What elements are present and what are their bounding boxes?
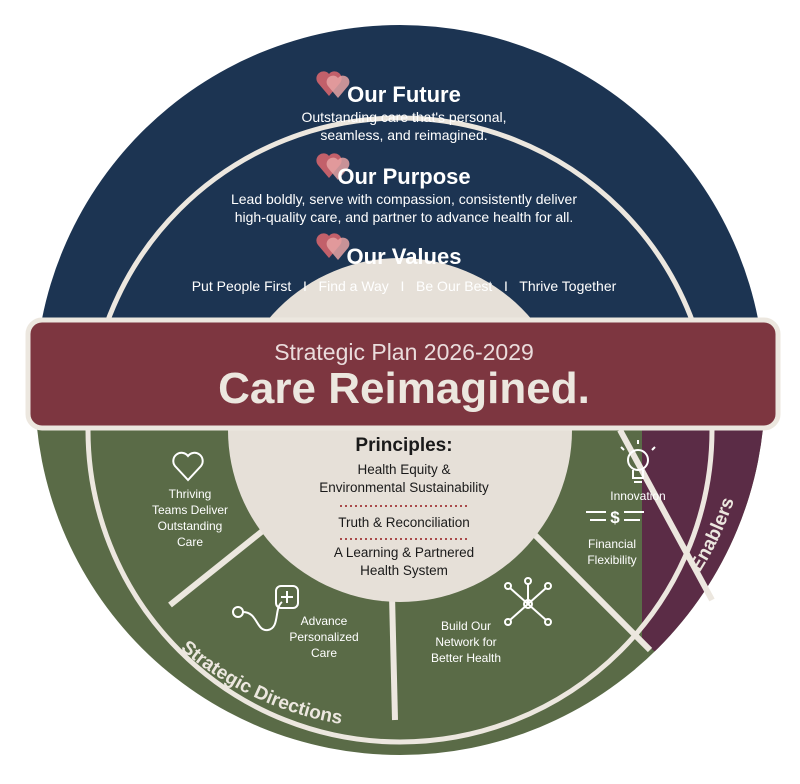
direction-3-line-1: Build Our xyxy=(441,619,491,633)
principle-3-line-2: Health System xyxy=(360,563,448,578)
principle-2-line-1: Truth & Reconciliation xyxy=(338,515,470,530)
direction-2-line-3: Care xyxy=(311,646,337,660)
principle-3-line-1: A Learning & Partnered xyxy=(334,545,474,560)
direction-1-line-1: Thriving xyxy=(169,487,212,501)
enabler-2-line-2: Flexibility xyxy=(587,553,636,567)
values-title: Our Values xyxy=(347,244,462,269)
direction-1-line-3: Outstanding xyxy=(158,519,223,533)
purpose-line-2: high-quality care, and partner to advanc… xyxy=(235,209,574,225)
enabler-2-line-1: Financial xyxy=(588,537,636,551)
direction-2-line-2: Personalized xyxy=(289,630,358,644)
banner-subtitle: Strategic Plan 2026-2029 xyxy=(274,339,534,365)
principle-1-line-2: Environmental Sustainability xyxy=(319,480,489,495)
banner-title: Care Reimagined. xyxy=(218,364,590,413)
enablers-region xyxy=(642,415,765,755)
enabler-1-line-1: Innovation xyxy=(610,489,665,503)
lightbulb-icon xyxy=(620,440,656,483)
purpose-heart-icon xyxy=(316,153,350,180)
direction-1-line-4: Care xyxy=(177,535,203,549)
purpose-line-1: Lead boldly, serve with compassion, cons… xyxy=(231,191,577,207)
dollar-symbol: $ xyxy=(610,508,620,527)
segment-dividers xyxy=(168,428,715,721)
direction-3-line-2: Network for xyxy=(435,635,496,649)
purpose-title: Our Purpose xyxy=(337,164,470,189)
principle-1-line-1: Health Equity & xyxy=(357,462,450,477)
future-title: Our Future xyxy=(347,82,461,107)
direction-1-line-2: Teams Deliver xyxy=(152,503,228,517)
heart-icon xyxy=(172,451,204,482)
network-icon xyxy=(504,577,552,626)
dollar-icon xyxy=(586,511,644,521)
future-line-1: Outstanding care that's personal, xyxy=(301,109,506,125)
direction-3-line-3: Better Health xyxy=(431,651,501,665)
direction-2-line-1: Advance xyxy=(301,614,348,628)
values-line: Put People First I Find a Way I Be Our B… xyxy=(192,278,617,294)
values-heart-icon xyxy=(316,233,350,260)
principles-heading: Principles: xyxy=(355,435,452,456)
plan-banner xyxy=(25,317,781,431)
stethoscope-icon xyxy=(232,585,299,632)
future-line-2: seamless, and reimagined. xyxy=(320,127,487,143)
future-heart-icon xyxy=(316,71,350,98)
